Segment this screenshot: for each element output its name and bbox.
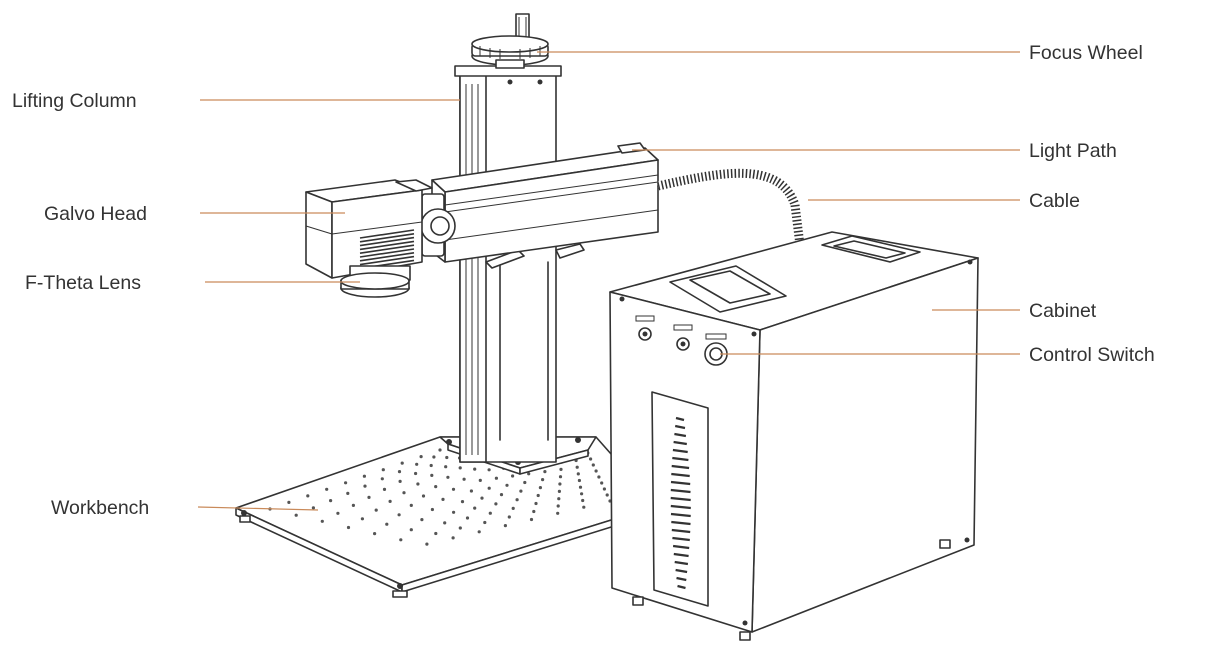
label-galvo-head: Galvo Head xyxy=(44,203,147,225)
label-cabinet: Cabinet xyxy=(1029,300,1097,322)
focus-wheel xyxy=(471,13,549,69)
label-lifting-column: Lifting Column xyxy=(12,90,137,112)
lifting-column xyxy=(454,65,585,463)
leader-lines xyxy=(197,51,1020,511)
label-focus-wheel: Focus Wheel xyxy=(1029,42,1143,64)
label-workbench: Workbench xyxy=(51,497,149,519)
f-theta-lens xyxy=(340,265,411,298)
laser-arm xyxy=(420,142,805,263)
label-control-switch: Control Switch xyxy=(1029,344,1155,366)
label-light-path: Light Path xyxy=(1029,140,1117,162)
cabinet-body xyxy=(609,231,979,641)
workbench-plate xyxy=(235,436,651,598)
label-cable: Cable xyxy=(1029,190,1080,212)
galvo-vent xyxy=(359,229,415,270)
galvo-head xyxy=(305,179,433,279)
label-f-theta-lens: F-Theta Lens xyxy=(25,272,141,294)
leader-workbench xyxy=(197,506,319,511)
cabinet-vent-slots xyxy=(670,416,691,590)
